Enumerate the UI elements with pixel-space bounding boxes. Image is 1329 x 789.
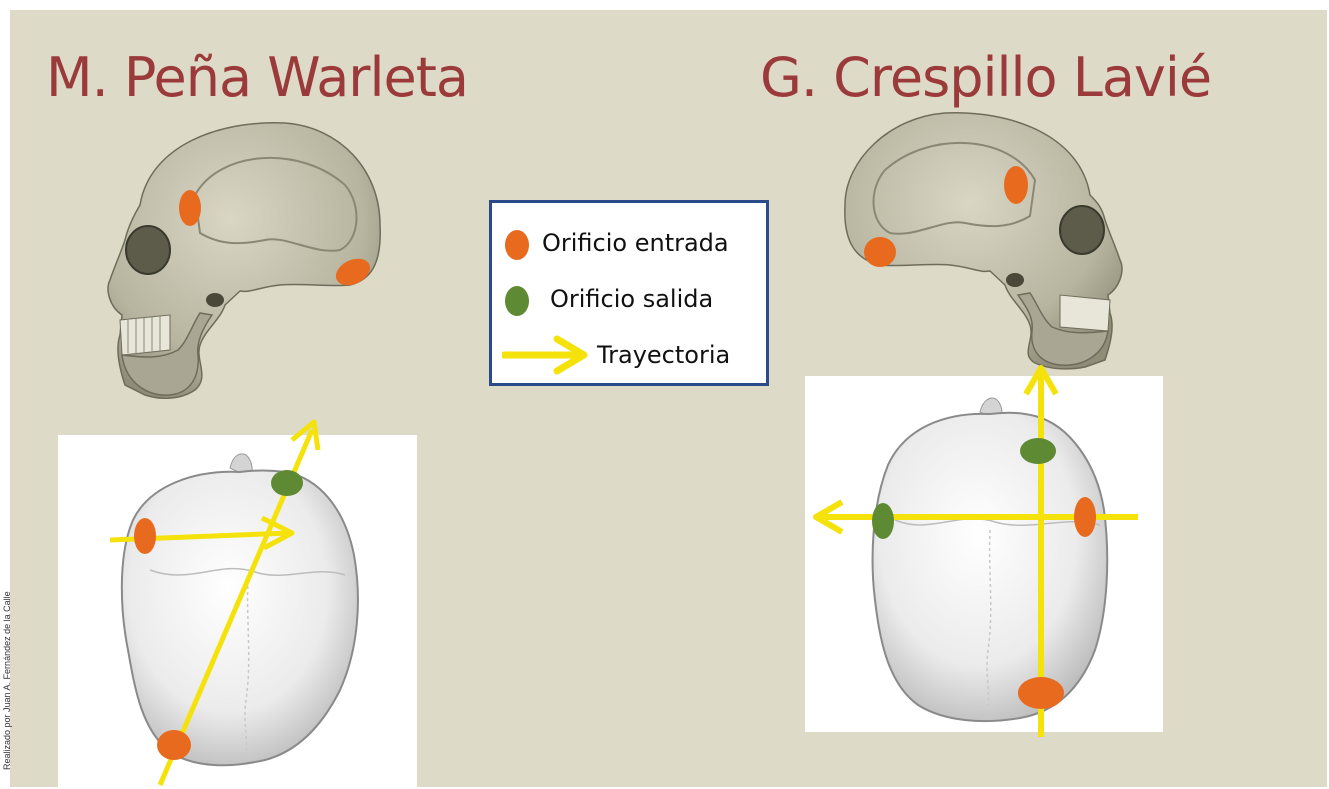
exit-hole-frontal-right xyxy=(1020,438,1056,464)
exit-hole-side-right xyxy=(872,503,894,539)
side-credit: Realizado por Juan A. Fernández de la Ca… xyxy=(0,480,12,780)
entry-hole-occipital-right xyxy=(1018,677,1064,709)
entry-hole-side-right xyxy=(1074,497,1096,537)
side-credit-text: Realizado por Juan A. Fernández de la Ca… xyxy=(2,480,12,770)
